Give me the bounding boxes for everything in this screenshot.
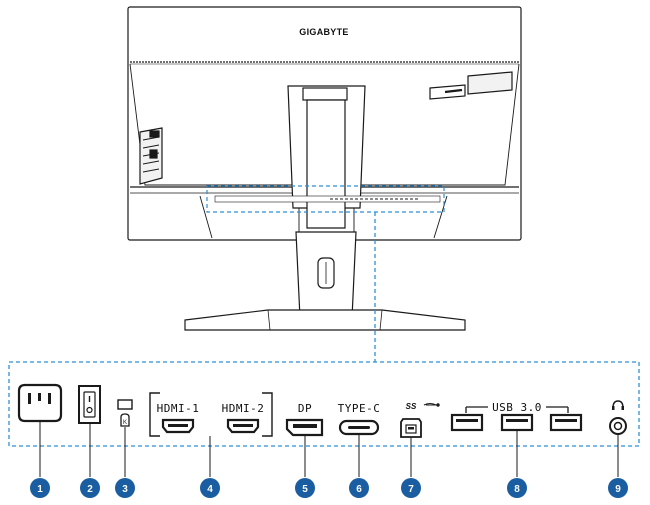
badge-3: 3	[115, 478, 135, 498]
hdmi-1-port-icon	[161, 418, 195, 434]
superspeed-usb-logo-icon	[423, 403, 440, 407]
svg-text:K: K	[123, 420, 127, 426]
usb-type-b-icon	[400, 418, 422, 438]
superspeed-label: SS	[406, 402, 417, 411]
usb-a-port-1-icon	[450, 413, 484, 432]
svg-text:5: 5	[302, 484, 308, 495]
vesa-vent-right	[429, 71, 513, 100]
ac-power-inlet-icon	[17, 383, 63, 423]
usb-type-c-icon	[338, 419, 380, 436]
badge-4: 4	[200, 478, 220, 498]
monitor-port-row	[214, 195, 441, 203]
badge-8: 8	[507, 478, 527, 498]
svg-text:4: 4	[207, 484, 213, 495]
svg-text:8: 8	[514, 484, 520, 495]
hdmi-2-label: HDMI-2	[222, 402, 265, 415]
svg-text:1: 1	[37, 484, 43, 495]
badge-1: 1	[30, 478, 50, 498]
number-badges: 1 2 3 4 5 6 7 8 9	[30, 478, 628, 498]
power-switch-icon	[78, 385, 101, 424]
svg-text:7: 7	[408, 484, 414, 495]
vesa-vent-left	[139, 127, 163, 185]
displayport-label: DP	[298, 402, 312, 415]
badge-5: 5	[295, 478, 315, 498]
hdmi-ports-group	[149, 392, 273, 437]
badge-leader-lines	[39, 421, 619, 477]
hdmi-2-port-icon	[226, 418, 260, 434]
svg-text:2: 2	[87, 484, 93, 495]
ports-panel	[8, 361, 640, 447]
usb-3-label: USB 3.0	[492, 401, 542, 414]
svg-text:3: 3	[122, 484, 128, 495]
monitor-stand	[184, 85, 466, 331]
usb-a-port-3-icon	[549, 413, 583, 432]
kensington-lock-icon: K	[117, 399, 133, 427]
hdmi-1-label: HDMI-1	[157, 402, 200, 415]
svg-text:6: 6	[356, 484, 362, 495]
type-c-label: TYPE-C	[338, 402, 381, 415]
port-callout-box	[206, 185, 445, 213]
stand-base	[184, 309, 466, 331]
badge-6: 6	[349, 478, 369, 498]
displayport-icon	[285, 418, 324, 437]
headphone-jack-icon	[609, 400, 627, 435]
monitor-rear-view	[127, 6, 522, 331]
usb-a-port-2-icon	[500, 413, 534, 432]
svg-text:9: 9	[615, 484, 621, 495]
badge-7: 7	[401, 478, 421, 498]
badge-2: 2	[80, 478, 100, 498]
brand-logo-text: GIGABYTE	[299, 27, 348, 37]
badge-9: 9	[608, 478, 628, 498]
